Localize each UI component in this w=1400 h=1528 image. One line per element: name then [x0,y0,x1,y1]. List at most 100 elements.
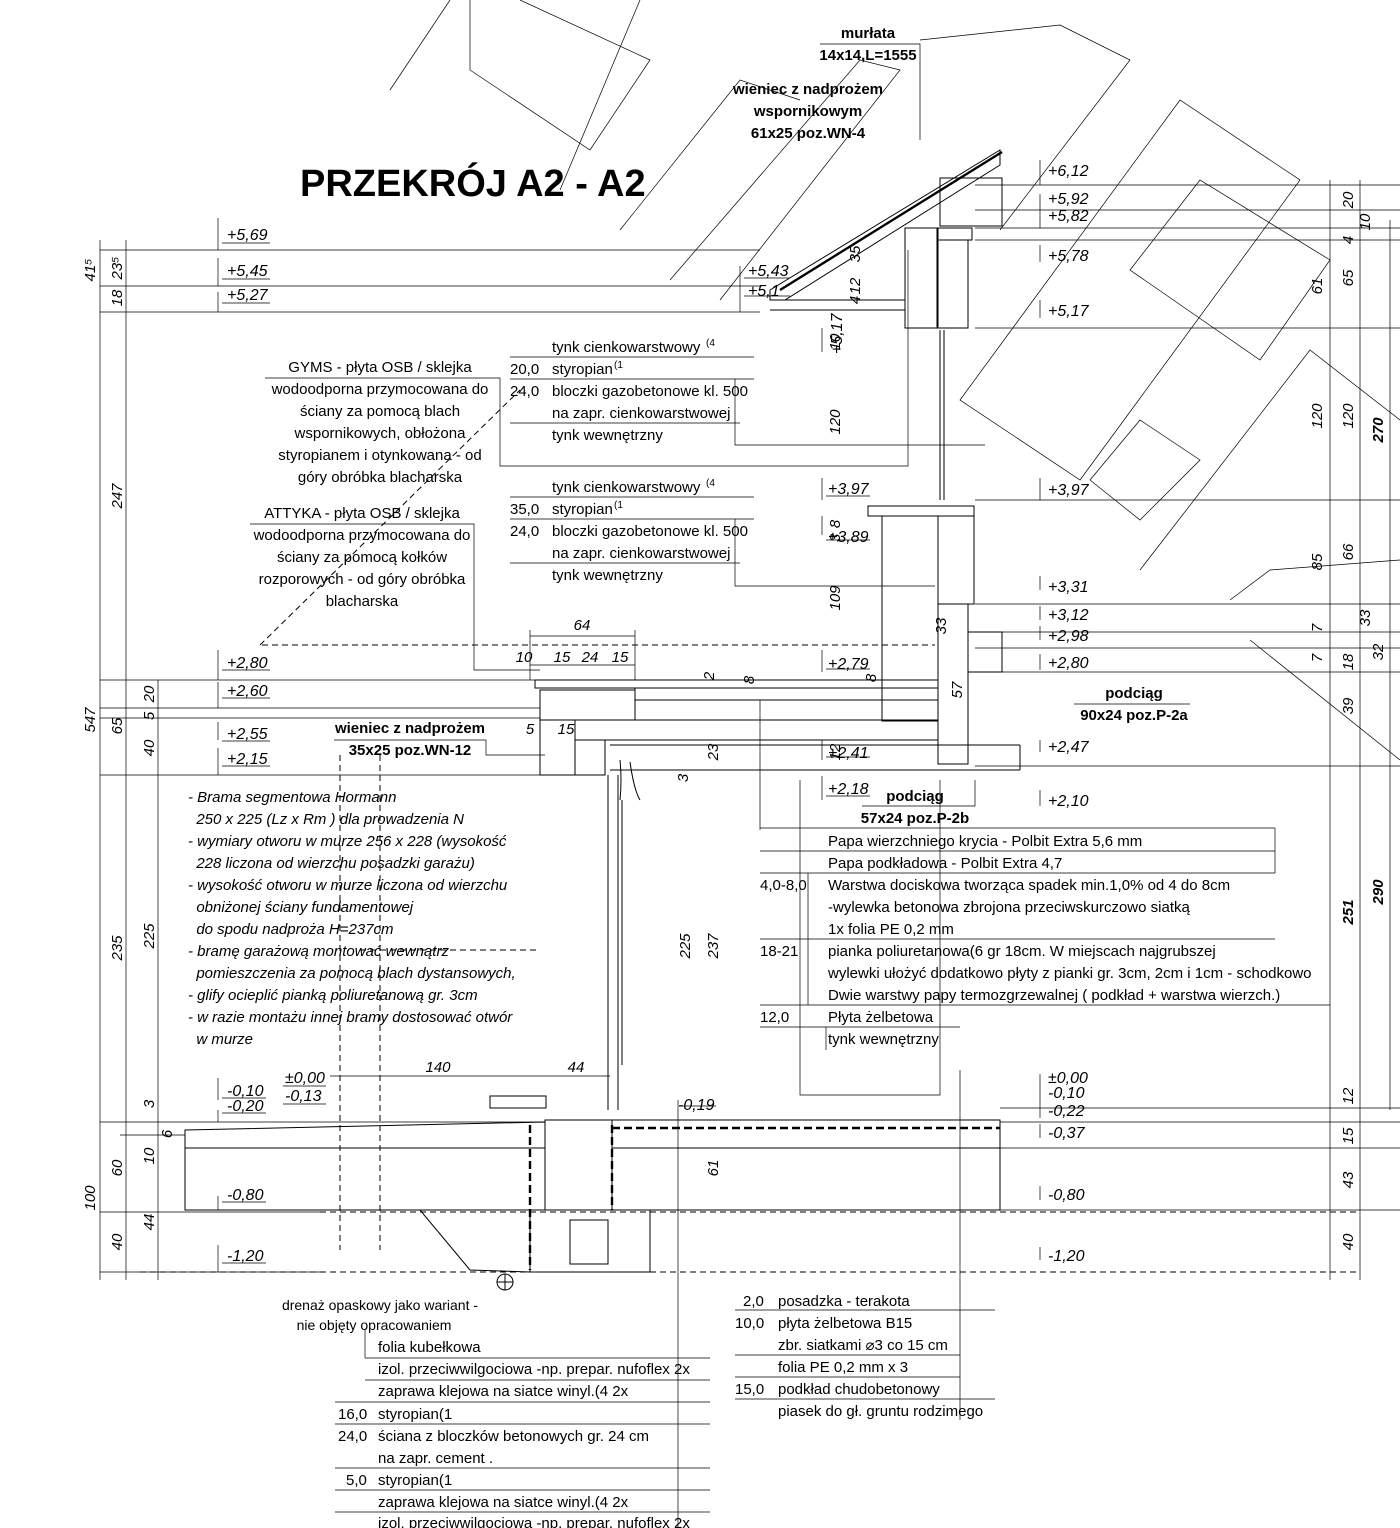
gate-note-3: 228 liczona od wierzchu posadzki garażu) [188,855,475,872]
rl-desc-4: 1x folia PE 0,2 mm [828,921,954,938]
fl-desc-2: zbr. siatkami ⌀3 co 15 cm [778,1337,948,1354]
wieniec-top-line-3: 61x25 poz.WN-4 [751,125,866,142]
gate-note-6: do spodu nadproża H=237cm [188,921,394,938]
cdim-3a: 3 [827,533,844,542]
rl-desc-2: Warstwa dociskowa tworząca spadek min.1,… [828,877,1230,894]
right-dimensions [1329,180,1391,1280]
dim-6: 6 [159,1129,176,1138]
rl-desc-7: Dwie warstwy papy termozgrzewalnej ( pod… [828,987,1280,1004]
level-c-397: +3,97 [828,481,870,498]
wlu-desc-2: bloczki gazobetonowe kl. 500 [552,383,748,400]
rl-desc-9: tynk wewnętrzny [828,1031,939,1048]
level-r-280: +2,80 [1048,655,1089,672]
cdim-2: 2 [701,671,718,681]
level-c-279: +2,79 [828,656,869,673]
wieniec-top-line-1: wieniec z nadprożem [732,81,883,98]
level-215: +2,15 [227,751,268,768]
fnd-desc-0: folia kubełkowa [378,1339,481,1356]
cdim-4: 4 [847,296,864,304]
rdim-66: 66 [1340,543,1357,560]
level-r-312: +3,12 [1048,607,1089,624]
rdim-85: 85 [1309,553,1326,570]
foundation-layers: folia kubełkowa izol. przeciwwilgociowa … [338,1339,690,1528]
gate-note-11: w murze [188,1031,253,1048]
level-013: -0,13 [285,1088,322,1105]
label-wieniec-mid: wieniec z nadprożem 35x25 poz.WN-12 [334,720,485,759]
attyka-line-1: ATTYKA - płyta OSB / sklejka [264,505,460,522]
wieniec-mid-line-1: wieniec z nadprożem [334,720,485,737]
fnd-desc-3: styropian(1 [378,1406,452,1423]
dim-100: 100 [82,1185,99,1211]
dim-60: 60 [109,1159,126,1176]
attyka-line-2: wodoodporna przymocowana do [253,527,471,544]
level-c-543: +5,43 [748,263,789,280]
wlu-desc-3: na zapr. cienkowarstwowej [552,405,730,422]
gate-note-10: - w razie montażu innej bramy dostosować… [188,1009,513,1026]
flat-roof-slab [534,679,1021,801]
rl-desc-1: Papa podkładowa - Polbit Extra 4,7 [828,855,1062,872]
level-260: +2,60 [227,683,268,700]
rl-desc-0: Papa wierzchniego krycia - Polbit Extra … [828,833,1142,850]
cdim-61: 61 [705,1160,722,1177]
level-569: +5,69 [227,227,268,244]
level-r-022: -0,22 [1048,1103,1085,1120]
cdim-15t: 15 [554,649,571,666]
wlu-sup-1: (1 [614,360,623,371]
cdim-5: 5 [526,721,535,738]
drainage-note: drenaż opaskowy jako wariant - nie objęt… [282,1297,478,1333]
wlu-desc-0: tynk cienkowarstwowy [552,339,701,356]
cdim-12b: 12 [827,743,844,760]
level-c-218: +2,18 [828,781,869,798]
gate-note-9: - glify ocieplić pianką poliuretanową gr… [188,987,478,1004]
floor-layers: 2,0 posadzka - terakota 10,0 płyta żelbe… [735,1293,983,1420]
fnd-desc-4: ściana z bloczków betonowych gr. 24 cm [378,1428,649,1445]
podciag-b-line-1: podciąg [886,788,944,805]
right-dim-texts: 20 10 4 65 61 120 120 270 85 66 7 33 7 1… [1309,191,1387,1250]
rdim-10: 10 [1357,213,1374,230]
dim-41: 41⁵ [82,259,99,282]
label-podciag-b: podciąg 57x24 poz.P-2b [861,788,969,827]
wll-sup-1: (1 [614,500,623,511]
cdim-225: 225 [677,933,694,960]
cdim-23: 23 [705,743,722,761]
dim-40b: 40 [141,739,158,756]
wlu-desc-4: tynk wewnętrzny [552,427,663,444]
level-527: +5,27 [227,287,269,304]
cdim-15b: 15 [558,721,575,738]
gyms-line-6: góry obróbka blacharska [298,469,463,486]
attyka-line-3: ściany za pomocą kołków [277,549,447,566]
rdim-65: 65 [1340,269,1357,286]
wall-layers-lower: tynk cienkowarstwowy (4 35,0 styropian (… [510,478,748,584]
rl-desc-6: wylewki ułożyć dodatkowo płyty z pianki … [827,965,1312,982]
cdim-33: 33 [933,617,950,634]
level-c-019: -0,19 [678,1097,715,1114]
rdim-12: 12 [1340,1087,1357,1104]
level-r-397: +3,97 [1048,482,1090,499]
rl-thk-5: 18-21 [760,943,798,960]
fnd-desc-8: izol. przeciwwilgociowa -np. prepar. nuf… [378,1515,690,1528]
left-dim-texts: 41⁵ 547 100 18 23⁵ 247 65 235 60 40 20 5… [82,257,176,1251]
rl-desc-5: pianka poliuretanowa(6 gr 18cm. W miejsc… [828,943,1216,960]
fnd-desc-7: zaprawa klejowa na siatce winyl.(4 2x [378,1494,629,1511]
podciag-b-line-2: 57x24 poz.P-2b [861,810,969,827]
level-r-210: +2,10 [1048,793,1089,810]
attyka-line-4: rozporowych - od góry obróbka [259,571,466,588]
fl-desc-1: płyta żelbetowa B15 [778,1315,912,1332]
fl-desc-5: piasek do gł. gruntu rodzimego [778,1403,983,1420]
dim-23: 23⁵ [109,257,126,281]
left-level-marks: +5,69 +5,45 +5,27 +2,80 +2,60 +2,55 +2,1… [217,218,326,1272]
fnd-desc-1: izol. przeciwwilgociowa -np. prepar. nuf… [378,1361,690,1378]
cdim-64: 64 [574,617,591,634]
fl-thk-0: 2,0 [743,1293,764,1310]
label-murlata: murłata 14x14,L=1555 [819,25,916,64]
level-r-247: +2,47 [1048,739,1090,756]
rdim-270: 270 [1370,417,1387,444]
dim-10: 10 [141,1147,158,1164]
fl-desc-3: folia PE 0,2 mm x 3 [778,1359,908,1376]
level-r-592: +5,92 [1048,191,1089,208]
dim-40: 40 [109,1233,126,1250]
rdim-33: 33 [1357,609,1374,626]
dim-20: 20 [141,685,158,703]
level-c-241: +2,41 [828,745,868,762]
cdim-3b: 3 [675,773,692,782]
